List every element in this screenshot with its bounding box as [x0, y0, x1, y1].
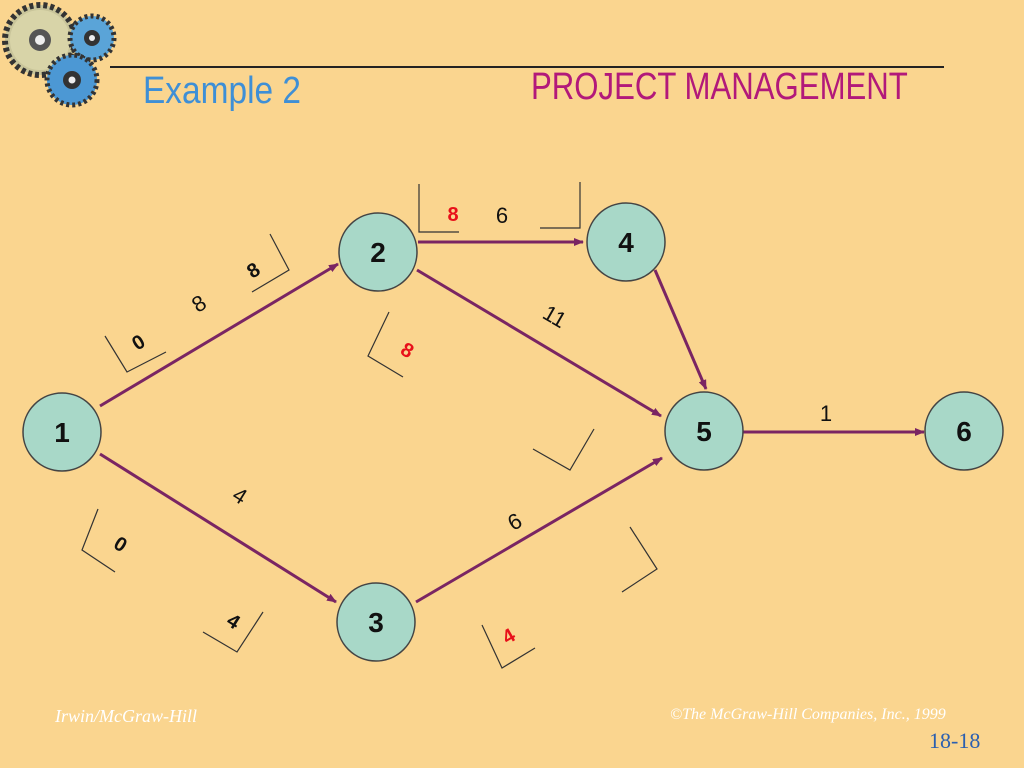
gear-icon — [2, 2, 78, 78]
node-6-label: 6 — [956, 416, 972, 447]
duration-1-2: 8 — [187, 290, 211, 318]
node-3 — [336, 582, 416, 662]
header-title: PROJECT MANAGEMENT — [531, 66, 908, 108]
bracket-es25 — [367, 311, 404, 378]
page-number: 18-18 — [929, 728, 981, 753]
duration-2-5: 11 — [539, 300, 571, 333]
duration-1-3: 4 — [228, 482, 252, 510]
arrow-4-5 — [653, 269, 708, 390]
bracket-lf35 — [621, 526, 658, 593]
box-ef12: 8 — [243, 259, 264, 284]
node-3-label: 3 — [368, 607, 384, 638]
node-5 — [664, 391, 744, 471]
footer-publisher: Irwin/McGraw-Hill — [55, 706, 197, 726]
gears-logo — [2, 2, 117, 108]
footer-copyright: ©The McGraw-Hill Companies, Inc., 1999 — [670, 706, 946, 723]
box-ef13: 4 — [223, 610, 245, 635]
box-es24: 8 — [447, 204, 458, 226]
header-rule — [110, 66, 944, 68]
bracket-ef13 — [202, 611, 264, 653]
duration-3-5: 9 — [503, 508, 526, 536]
box-es25: 8 — [397, 338, 418, 363]
node-6 — [924, 391, 1004, 471]
bracket-es24 — [418, 184, 459, 233]
node-2-label: 2 — [370, 237, 386, 268]
bracket-lf24 — [540, 182, 581, 229]
arrow-1-2 — [99, 262, 339, 408]
bracket-es1-bottom — [81, 508, 116, 573]
node-4-label: 4 — [618, 227, 634, 258]
node-5-label: 5 — [696, 416, 712, 447]
node-4 — [586, 202, 666, 282]
box-es35: 4 — [499, 624, 520, 649]
bracket-ef12 — [251, 233, 290, 293]
slide-title: Example 2 — [143, 70, 302, 112]
box-es1-bottom: 0 — [110, 533, 131, 558]
node-1-label: 1 — [54, 417, 70, 448]
arrow-2-5 — [416, 268, 662, 418]
gear-icon — [67, 13, 117, 63]
arrow-3-5 — [415, 456, 663, 604]
bracket-es1-top — [104, 335, 167, 373]
duration-2-4: 6 — [496, 203, 508, 228]
node-1 — [22, 392, 102, 472]
arrow-1-3 — [99, 452, 337, 604]
node-2 — [338, 212, 418, 292]
gear-icon — [44, 52, 100, 108]
box-es1-top: 0 — [128, 331, 149, 356]
duration-5-6: 1 — [820, 401, 832, 426]
bracket-es35 — [481, 624, 536, 669]
bracket-lf25 — [532, 428, 595, 471]
